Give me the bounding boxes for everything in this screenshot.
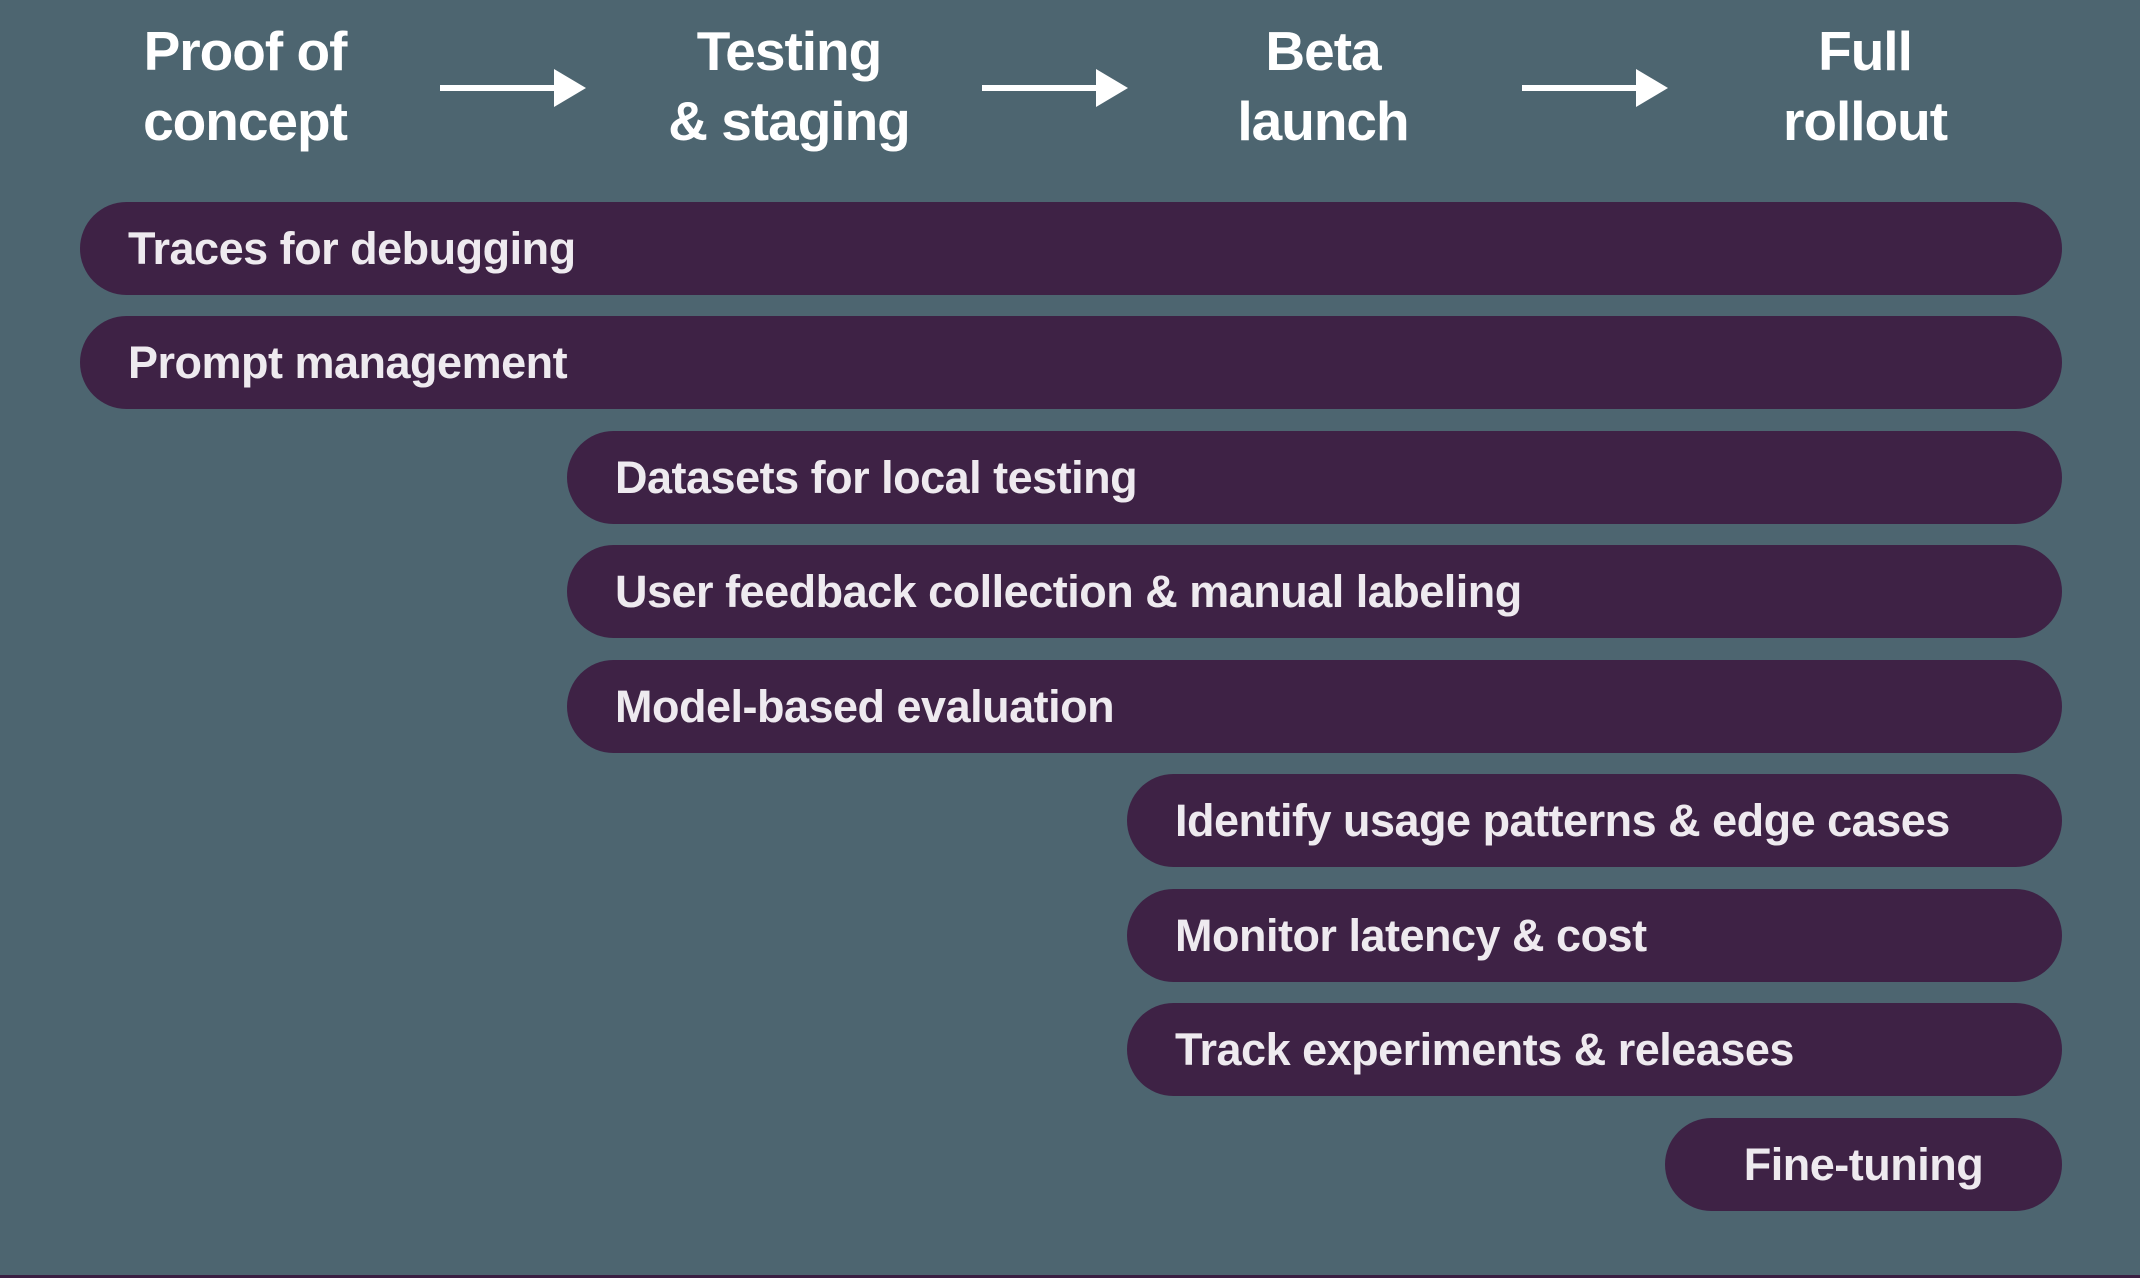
phase-header-testing-staging: Testing & staging (539, 16, 1039, 156)
capability-bar-prompt-management: Prompt management (80, 316, 2062, 409)
capability-bar-user-feedback-collection: User feedback collection & manual labeli… (567, 545, 2062, 638)
capability-bar-label: Traces for debugging (128, 222, 576, 274)
arrow-right-icon (1520, 68, 1670, 108)
capability-bar-label: Model-based evaluation (615, 680, 1115, 732)
phase-header-line: Proof of (143, 20, 348, 82)
capability-bar-fine-tuning: Fine-tuning (1665, 1118, 2062, 1211)
capability-bar-label: User feedback collection & manual labeli… (615, 565, 1522, 617)
phase-header-line: & staging (668, 90, 911, 152)
arrow-right-icon (438, 68, 588, 108)
capability-bar-label: Track experiments & releases (1175, 1023, 1794, 1075)
phase-header-line: rollout (1782, 90, 1948, 152)
bottom-edge-strip (0, 1275, 2140, 1278)
capability-bar-identify-usage-patterns: Identify usage patterns & edge cases (1127, 774, 2062, 867)
capability-bar-model-based-evaluation: Model-based evaluation (567, 660, 2062, 753)
arrow-right-icon (980, 68, 1130, 108)
phase-header-line: concept (143, 90, 348, 152)
phase-header-line: Full (1818, 20, 1913, 82)
phase-header-full-rollout: Full rollout (1615, 16, 2115, 156)
capability-bar-traces-for-debugging: Traces for debugging (80, 202, 2062, 295)
phase-header-line: Testing (696, 20, 882, 82)
phase-header-line: Beta (1265, 20, 1381, 82)
phase-header-line: launch (1237, 90, 1409, 152)
capability-bar-label: Prompt management (128, 336, 568, 388)
capability-bar-label: Fine-tuning (1743, 1138, 1984, 1190)
capability-bar-track-experiments-releases: Track experiments & releases (1127, 1003, 2062, 1096)
capability-bar-label: Datasets for local testing (615, 451, 1138, 503)
phase-header-beta-launch: Beta launch (1073, 16, 1573, 156)
capability-bar-monitor-latency-cost: Monitor latency & cost (1127, 889, 2062, 982)
capability-bar-label: Monitor latency & cost (1175, 909, 1647, 961)
capability-bar-label: Identify usage patterns & edge cases (1175, 794, 1950, 846)
capability-bar-datasets-for-local-testing: Datasets for local testing (567, 431, 2062, 524)
phase-header-proof-of-concept: Proof of concept (0, 16, 495, 156)
